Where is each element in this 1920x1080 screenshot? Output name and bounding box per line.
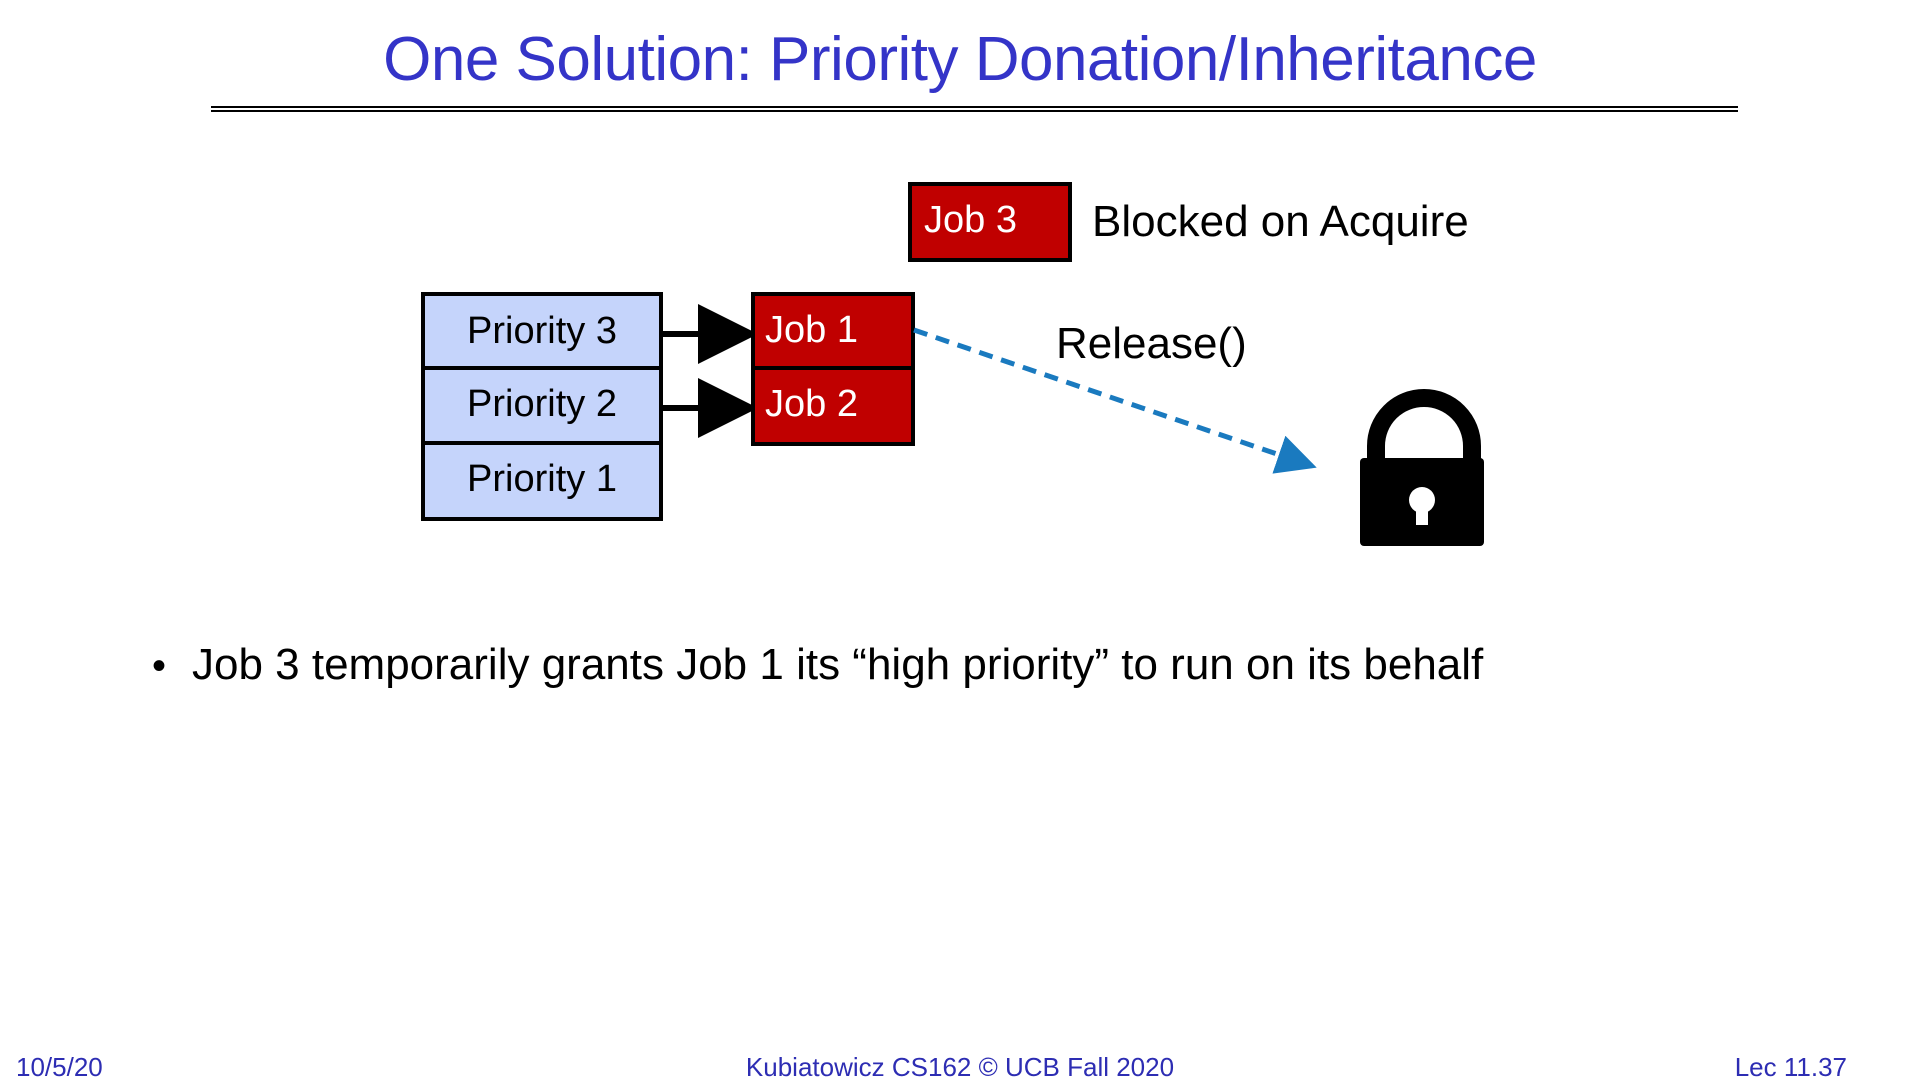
job-box-1 [751,292,915,370]
legend-job-label: Job 3 [924,199,1017,241]
priority-label-3: Priority 3 [467,310,617,352]
footer-date: 10/5/20 [16,1052,103,1080]
legend-status-label: Blocked on Acquire [1092,197,1469,246]
release-arrow [913,327,1317,474]
legend-job3: Job 3 [908,182,1072,262]
bullet-item: • Job 3 temporarily grants Job 1 its “hi… [152,640,1483,690]
bullet-text: Job 3 temporarily grants Job 1 its “high… [192,640,1484,689]
footer-lecture: Lec 11.37 [1734,1052,1847,1080]
priority-label-2: Priority 2 [467,383,617,425]
job-list: Job 1 Job 2 [751,292,915,446]
priority-queue: Priority 3 Priority 2 Priority 1 [421,292,663,521]
footer-course: Kubiatowicz CS162 © UCB Fall 2020 [745,1052,1175,1080]
priority-label-1: Priority 1 [467,458,617,500]
padlock-icon [1360,389,1484,546]
job-label-1: Job 1 [765,309,858,351]
job-box-2 [751,366,915,446]
release-label: Release() [1056,319,1247,368]
priority-box-1 [421,441,663,521]
legend-job-box [908,182,1072,262]
job-label-2: Job 2 [765,383,858,425]
bullet-dot-icon: • [152,644,167,688]
slide-title: One Solution: Priority Donation/Inherita… [383,25,1537,94]
priority-box-3 [421,292,663,370]
title-divider [211,106,1738,112]
